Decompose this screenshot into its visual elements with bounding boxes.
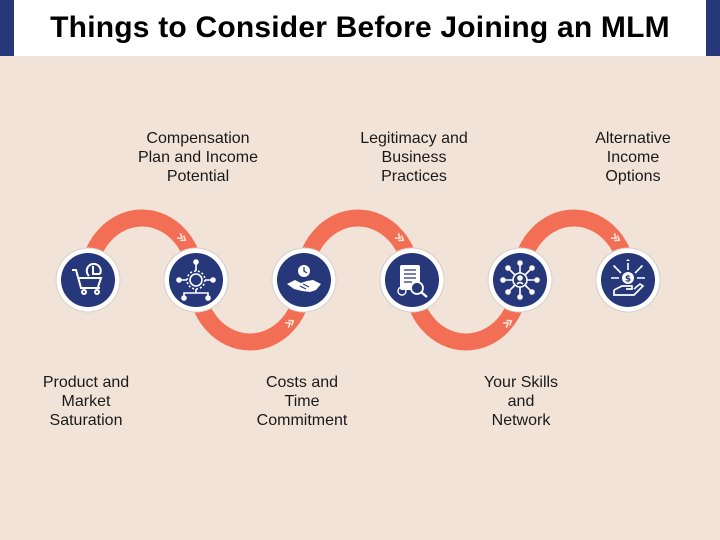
hand-money-options-icon: $ <box>611 259 645 296</box>
chevron-arrow-icon <box>176 232 187 242</box>
step-node-1 <box>55 247 121 313</box>
step-node-4 <box>379 247 445 313</box>
chevron-arrow-icon <box>610 232 621 242</box>
step-label-6: Alternative Income Options <box>595 130 671 185</box>
step-node-5 <box>487 247 553 313</box>
chevron-arrow-icon <box>502 319 513 329</box>
step-label-1: Product and Market Saturation <box>42 374 130 429</box>
svg-text:$: $ <box>625 275 631 285</box>
step-label-5: Your Skills and Network <box>483 374 559 429</box>
people-network-icon <box>500 260 540 300</box>
money-network-icon <box>176 259 216 301</box>
document-inspection-icon <box>397 265 428 298</box>
step-node-6: $ <box>595 247 661 313</box>
step-label-2: Compensation Plan and Income Potential <box>137 130 259 185</box>
page-title: Things to Consider Before Joining an MLM <box>50 11 670 44</box>
chevron-arrow-icon <box>394 232 405 242</box>
chevron-arrow-icon <box>284 319 295 329</box>
step-node-2 <box>163 247 229 313</box>
header-accent-left <box>0 0 14 56</box>
shopping-cart-icon <box>72 262 103 295</box>
handshake-clock-icon <box>287 265 321 292</box>
header-accent-right <box>706 0 720 56</box>
step-node-3 <box>271 247 337 313</box>
step-label-4: Legitimacy and Business Practices <box>360 130 468 185</box>
header-bar <box>0 0 720 56</box>
chevron-arrows <box>176 232 621 329</box>
step-label-3: Costs and Time Commitment <box>256 374 348 429</box>
